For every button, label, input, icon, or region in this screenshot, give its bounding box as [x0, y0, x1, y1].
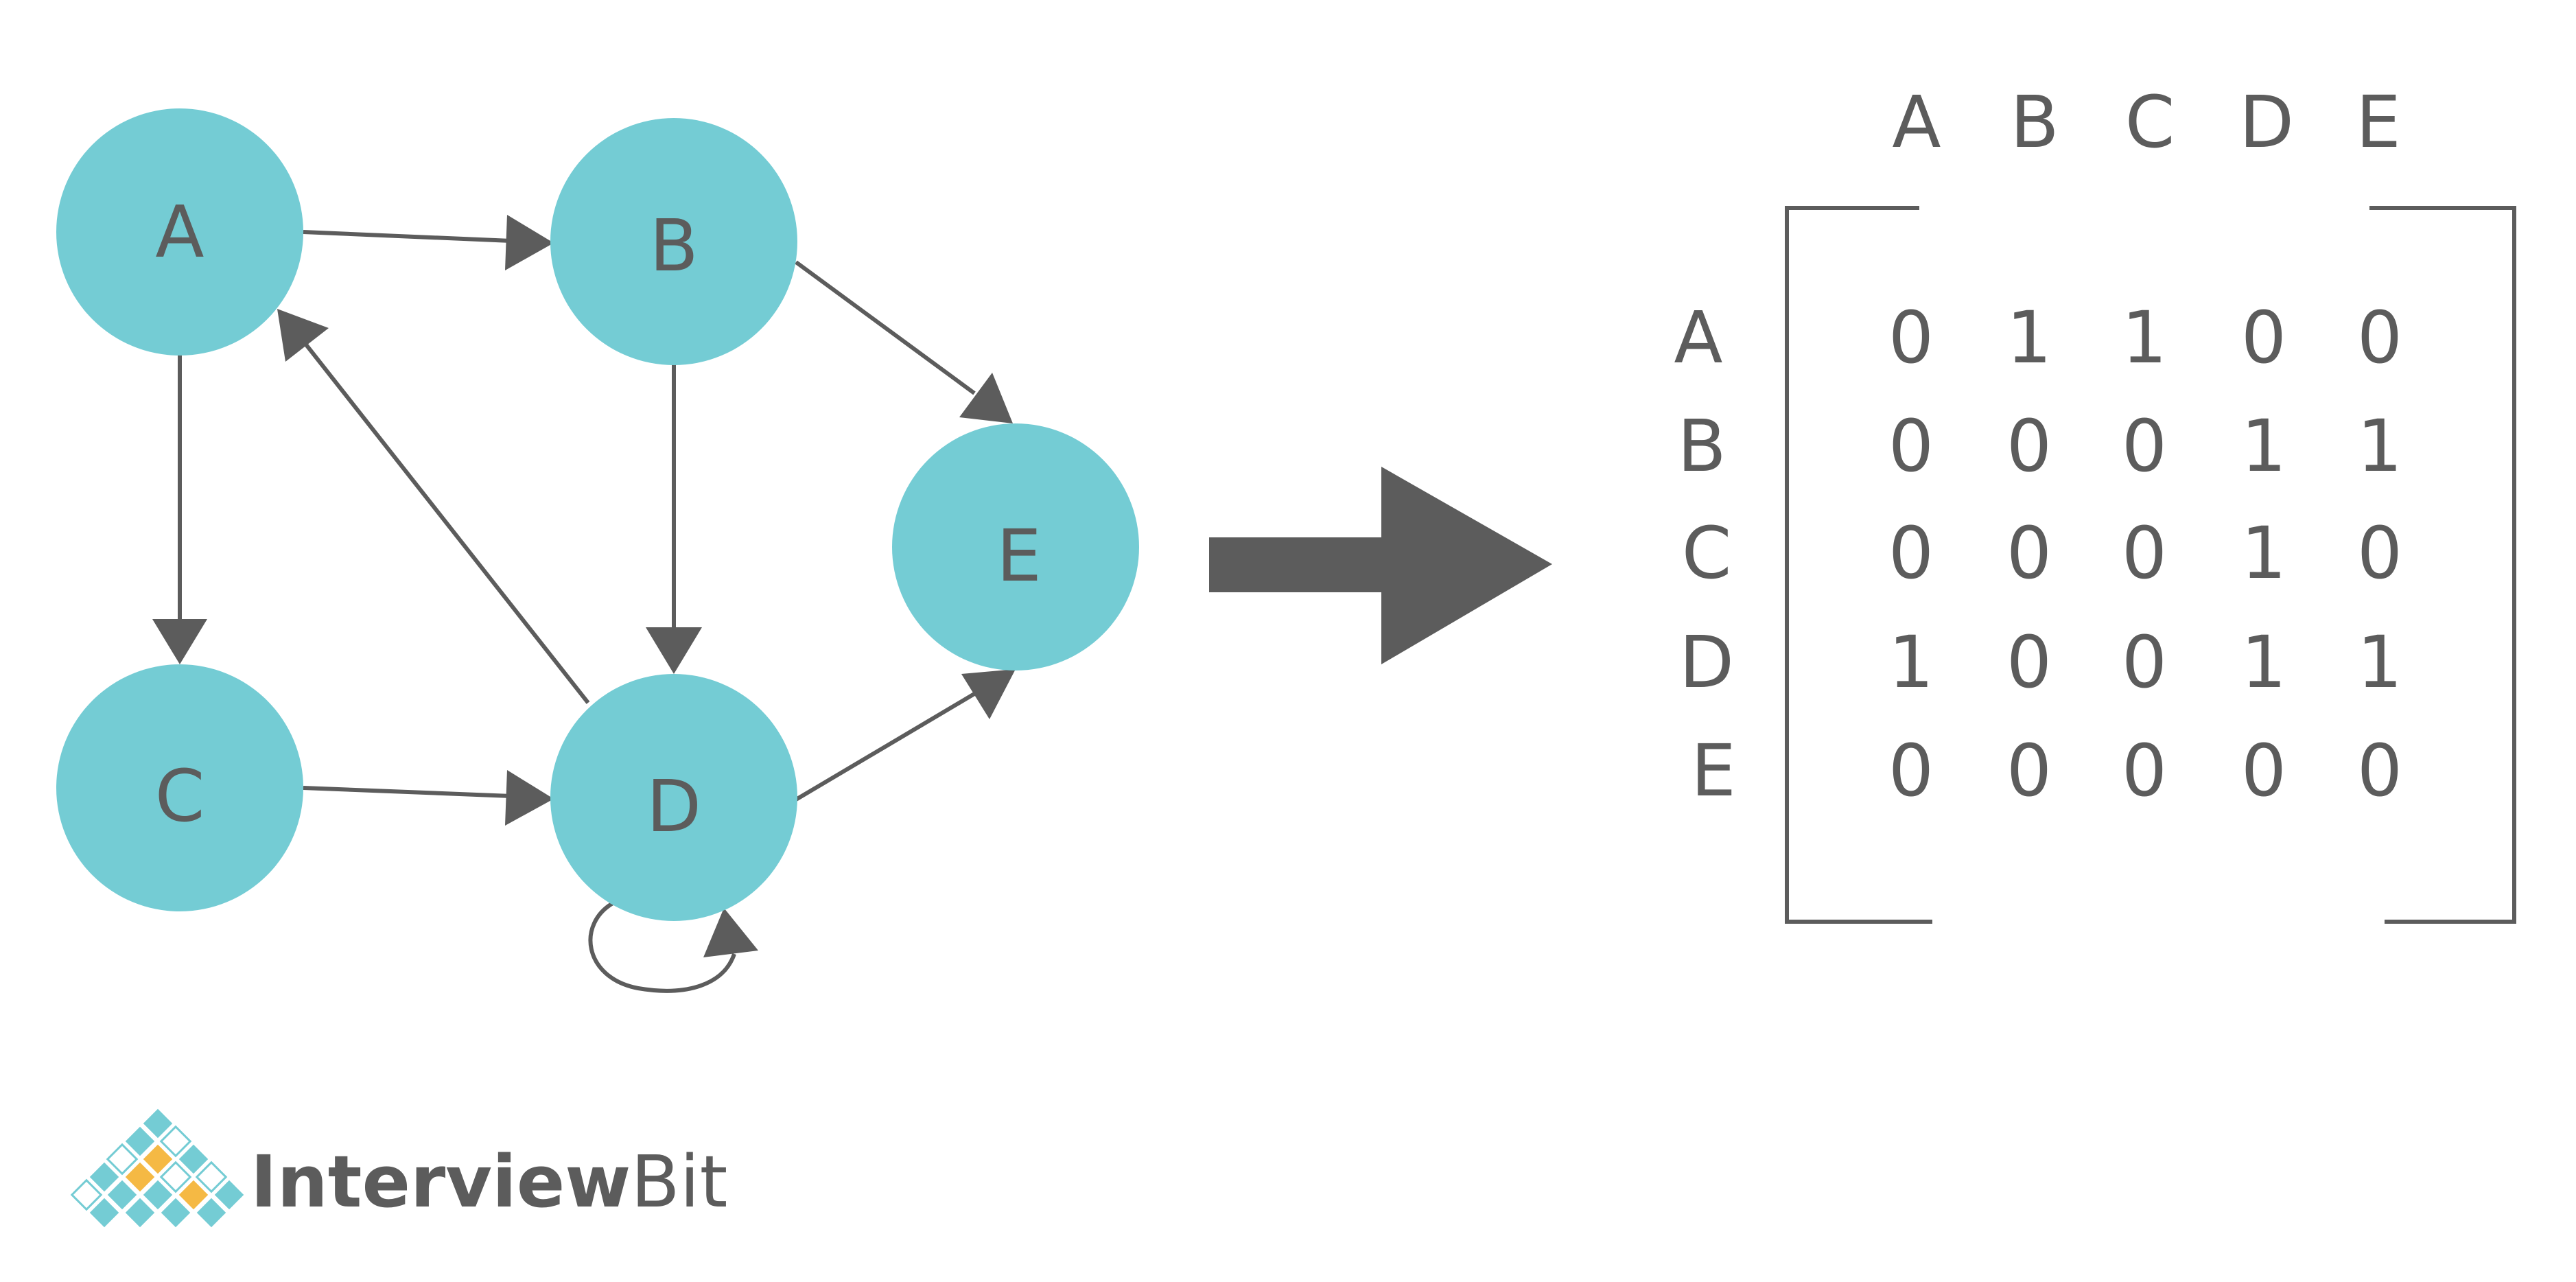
matrix-cell: 0	[2357, 511, 2402, 595]
matrix-row-label: E	[1691, 729, 1736, 813]
node-a-label: A	[155, 190, 204, 274]
graph-nodes: A B C D E	[56, 108, 1139, 921]
matrix-cell: 0	[1888, 511, 1934, 595]
logo-wordmark-bit: Bit	[631, 1140, 727, 1224]
matrix-cell: 0	[2006, 511, 2052, 595]
matrix-cell: 1	[1888, 620, 1934, 704]
matrix-cell: 0	[2241, 296, 2286, 380]
matrix-right-bracket	[2369, 206, 2516, 924]
edge-d-to-a	[298, 336, 590, 704]
matrix-row-d: D 1 0 0 1 1	[1679, 620, 2402, 704]
matrix-row-b: B 0 0 0 1 1	[1677, 404, 2402, 488]
node-a-circle	[56, 108, 303, 356]
matrix-cell: 1	[2241, 511, 2286, 595]
arrowhead-a-to-c	[152, 619, 207, 664]
adjacency-matrix: A B C D E A 0 1 1 0 0 B 0 0 0 1 1 C 0	[1674, 80, 2516, 924]
matrix-row-a: A 0 1 1 0 0	[1674, 296, 2402, 380]
matrix-cell: 1	[2241, 620, 2286, 704]
graph-node-e: E	[892, 423, 1139, 671]
logo-wordmark: InterviewBit	[250, 1140, 727, 1224]
node-e-circle	[892, 423, 1139, 671]
edge-c-to-d	[303, 786, 512, 798]
arrowhead-d-to-e	[961, 669, 1016, 719]
graph-node-c: C	[56, 664, 303, 911]
matrix-column-headers: A B C D E	[1892, 80, 2400, 164]
matrix-cell: 0	[1888, 296, 1934, 380]
transform-arrow	[1209, 467, 1552, 664]
matrix-col-header: B	[2010, 80, 2059, 164]
node-c-circle	[56, 664, 303, 911]
edge-d-self-loop	[588, 900, 736, 993]
matrix-left-bracket	[1785, 206, 1932, 924]
matrix-cell: 1	[2357, 620, 2402, 704]
node-b-circle	[550, 118, 797, 365]
node-b-label: B	[649, 204, 698, 288]
matrix-cell: 0	[2122, 404, 2167, 488]
matrix-cell: 1	[2006, 296, 2052, 380]
arrowhead-b-to-e	[959, 373, 1013, 423]
arrowhead-d-self-loop	[703, 908, 758, 957]
matrix-cell: 0	[1888, 404, 1934, 488]
node-d-circle	[550, 674, 797, 921]
matrix-row-c: C 0 0 0 1 0	[1682, 511, 2402, 595]
graph-node-d: D	[550, 674, 797, 921]
logo-diamond-icon	[70, 1108, 244, 1228]
node-c-label: C	[155, 754, 205, 838]
matrix-cell: 0	[2122, 511, 2167, 595]
matrix-cell: 0	[2122, 729, 2167, 813]
graph-edges	[152, 215, 1016, 993]
matrix-cell: 1	[2357, 404, 2402, 488]
matrix-cell: 1	[2241, 404, 2286, 488]
matrix-col-header: C	[2125, 80, 2175, 164]
matrix-cell: 0	[2006, 620, 2052, 704]
graph-node-b: B	[550, 118, 797, 365]
transform-arrow-shape	[1209, 467, 1552, 664]
matrix-row-e: E 0 0 0 0 0	[1691, 729, 2402, 813]
node-e-label: E	[996, 514, 1042, 598]
edge-d-to-e	[795, 690, 979, 802]
matrix-col-header: A	[1892, 80, 1941, 164]
matrix-cell: 0	[2241, 729, 2286, 813]
matrix-cell: 0	[1888, 729, 1934, 813]
edge-a-to-b	[303, 230, 512, 243]
arrowhead-a-to-b	[505, 215, 554, 270]
matrix-cell: 0	[2357, 296, 2402, 380]
edge-b-to-e	[795, 260, 976, 395]
logo-wordmark-interview: Interview	[250, 1140, 631, 1224]
matrix-cell: 1	[2122, 296, 2167, 380]
graph-node-a: A	[56, 108, 303, 356]
matrix-col-header: D	[2239, 80, 2294, 164]
matrix-row-label: A	[1674, 296, 1722, 380]
matrix-cell: 0	[2357, 729, 2402, 813]
matrix-row-label: C	[1682, 511, 1732, 595]
arrowhead-b-to-d	[646, 627, 702, 674]
arrowhead-d-to-a	[277, 309, 329, 362]
matrix-row-label: B	[1677, 404, 1726, 488]
matrix-col-header: E	[2356, 80, 2401, 164]
matrix-cell: 0	[2006, 729, 2052, 813]
arrowhead-c-to-d	[505, 770, 554, 826]
interviewbit-logo: InterviewBit	[70, 1108, 727, 1228]
matrix-cell: 0	[2122, 620, 2167, 704]
matrix-cell: 0	[2006, 404, 2052, 488]
node-d-label: D	[646, 765, 701, 848]
matrix-row-label: D	[1679, 620, 1734, 704]
